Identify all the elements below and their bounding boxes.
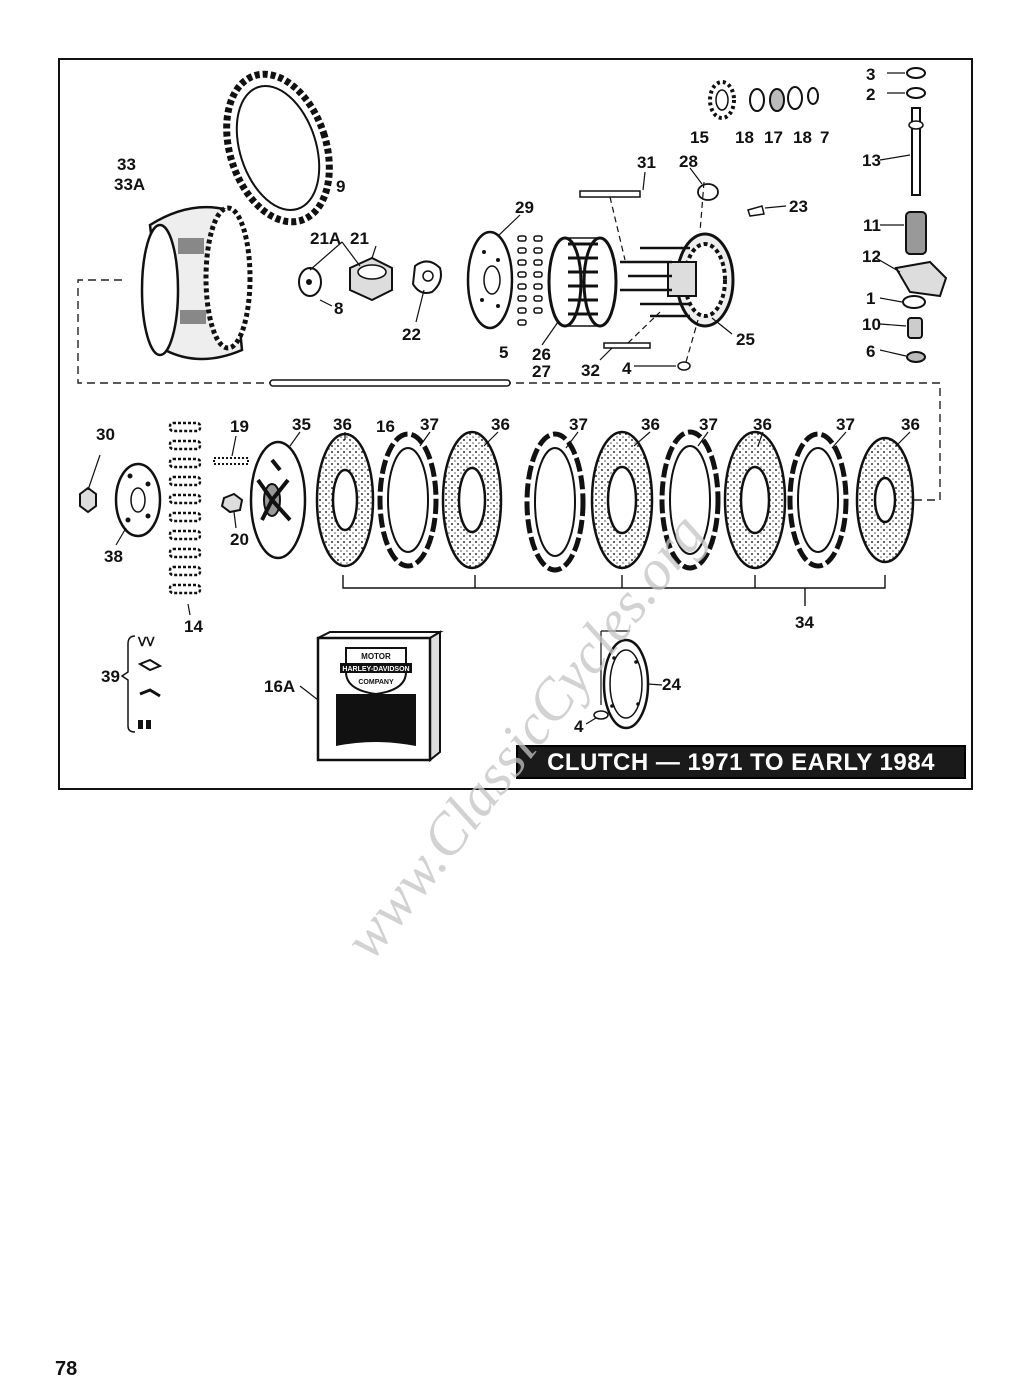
logo-top-text: MOTOR <box>361 652 391 661</box>
disc-leader-lines <box>344 431 911 449</box>
pressure-plate-35 <box>249 431 307 560</box>
logo-bottom-text: COMPANY <box>358 679 394 686</box>
label-16: 16 <box>376 417 395 436</box>
clutch-hub-25 <box>620 232 735 335</box>
rivet-kit-39: ᐯᐯ <box>120 635 163 733</box>
label-36e: 36 <box>901 415 920 434</box>
diagram-frame <box>58 58 973 790</box>
label-38: 38 <box>104 547 123 566</box>
label-3: 3 <box>866 65 875 84</box>
label-21a: 21A <box>310 229 341 248</box>
label-12: 12 <box>862 247 881 266</box>
hub-springs-5 <box>517 235 543 326</box>
label-36c: 36 <box>641 415 660 434</box>
label-22: 22 <box>402 325 421 344</box>
hub-nut-assembly <box>298 241 442 323</box>
spring-disk-29 <box>466 214 521 330</box>
pressure-plate-parts-left <box>79 421 249 616</box>
label-6: 6 <box>866 342 875 361</box>
label-20: 20 <box>230 530 249 549</box>
part-labels: 3 2 13 11 12 1 10 6 15 18 17 18 7 31 28 … <box>96 65 920 736</box>
label-1: 1 <box>866 289 875 308</box>
label-27: 27 <box>532 362 551 381</box>
label-34: 34 <box>795 613 814 632</box>
steel-plates-37 <box>377 429 849 573</box>
label-8: 8 <box>334 299 343 318</box>
release-mechanism-right <box>875 67 948 363</box>
label-37d: 37 <box>836 415 855 434</box>
label-24: 24 <box>662 675 681 694</box>
label-37a: 37 <box>420 415 439 434</box>
label-21: 21 <box>350 229 369 248</box>
gasket-24 <box>585 630 663 730</box>
label-9: 9 <box>336 177 345 196</box>
label-18a: 18 <box>735 128 754 147</box>
label-36a: 36 <box>333 415 352 434</box>
pushrod-16 <box>269 379 511 387</box>
label-23: 23 <box>789 197 808 216</box>
label-32: 32 <box>581 361 600 380</box>
page-number: 78 <box>55 1358 78 1380</box>
hub-small-parts <box>579 167 787 371</box>
diagram-title: CLUTCH — 1971 TO EARLY 1984 <box>547 749 935 776</box>
label-28: 28 <box>679 152 698 171</box>
label-5: 5 <box>499 343 508 362</box>
label-39: 39 <box>101 667 120 686</box>
label-13: 13 <box>862 151 881 170</box>
adjusting-parts-top <box>708 80 819 120</box>
clutch-shell-33 <box>140 205 253 361</box>
label-14: 14 <box>184 617 203 636</box>
diagram-title-banner: CLUTCH — 1971 TO EARLY 1984 <box>516 745 966 779</box>
logo-middle-text: HARLEY-DAVIDSON <box>342 666 409 673</box>
label-29: 29 <box>515 198 534 217</box>
svg-text:ᐯᐯ: ᐯᐯ <box>137 635 155 649</box>
label-19: 19 <box>230 417 249 436</box>
label-16a: 16A <box>264 677 295 696</box>
label-4b: 4 <box>574 717 584 736</box>
label-37b: 37 <box>569 415 588 434</box>
label-33a: 33A <box>114 175 145 194</box>
label-31: 31 <box>637 153 656 172</box>
label-10: 10 <box>862 315 881 334</box>
label-7: 7 <box>820 128 829 147</box>
label-35: 35 <box>292 415 311 434</box>
label-15: 15 <box>690 128 709 147</box>
label-25: 25 <box>736 330 755 349</box>
label-37c: 37 <box>699 415 718 434</box>
harley-davidson-logo: MOTOR HARLEY-DAVIDSON COMPANY <box>340 647 412 696</box>
bearing-retainer-26 <box>541 236 618 346</box>
label-36d: 36 <box>753 415 772 434</box>
label-17: 17 <box>764 128 783 147</box>
label-2: 2 <box>866 85 875 104</box>
clutch-sprocket-9 <box>223 70 333 226</box>
label-18b: 18 <box>793 128 812 147</box>
label-36b: 36 <box>491 415 510 434</box>
label-26: 26 <box>532 345 551 364</box>
label-4a: 4 <box>622 359 632 378</box>
label-33: 33 <box>117 155 136 174</box>
label-11: 11 <box>863 216 881 235</box>
bracket-34 <box>342 575 886 606</box>
friction-discs-36 <box>315 430 915 570</box>
label-30: 30 <box>96 425 115 444</box>
